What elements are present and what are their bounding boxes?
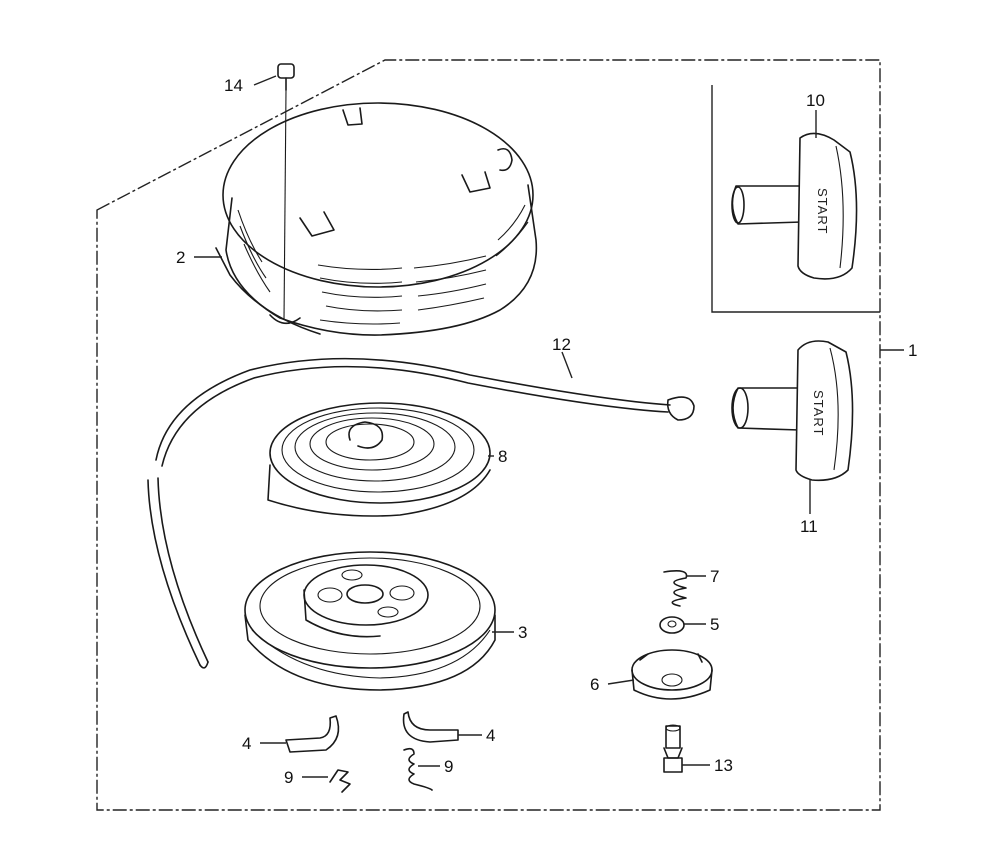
- callout-5: 5: [710, 615, 719, 634]
- callout-4-left: 4: [242, 734, 251, 753]
- ratchet-left: [285, 715, 340, 753]
- friction-spring: [663, 570, 688, 607]
- friction-plate: [631, 649, 713, 700]
- callout-11: 11: [800, 517, 818, 536]
- ratchet-spring-right: [403, 747, 433, 791]
- callout-7: 7: [710, 567, 719, 586]
- callout-8: 8: [498, 447, 507, 466]
- callout-13: 13: [714, 756, 733, 775]
- callout-3: 3: [518, 623, 527, 642]
- callout-14: 14: [224, 76, 243, 95]
- reel-pulley: [244, 551, 496, 691]
- washer: [659, 616, 685, 634]
- callout-1: 1: [908, 341, 917, 360]
- callouts: 14 2 12 1 8 10 11 3 7 5 6 4 4 9 9 13: [176, 76, 917, 787]
- ratchet-right: [402, 711, 459, 743]
- alt-handle-label-start: START: [815, 188, 830, 234]
- handle-label-start: START: [811, 390, 826, 436]
- ratchet-spring-left: [329, 769, 351, 793]
- starter-case: [215, 102, 538, 336]
- leader-lines: [194, 75, 904, 778]
- callout-9-right: 9: [444, 757, 453, 776]
- callout-9-left: 9: [284, 768, 293, 787]
- bolt-14: [269, 63, 301, 325]
- starter-handle-alternate: START: [731, 132, 858, 280]
- callout-12: 12: [552, 335, 571, 354]
- recoil-spring: [267, 402, 491, 517]
- callout-6: 6: [590, 675, 599, 694]
- assembly-boundary: [96, 59, 881, 811]
- callout-4-right: 4: [486, 726, 495, 745]
- callout-10: 10: [806, 91, 825, 110]
- starter-handle: START: [731, 340, 854, 482]
- callout-2: 2: [176, 248, 185, 267]
- inset-box: [711, 85, 880, 313]
- setting-screw: [663, 724, 683, 773]
- starter-rope: [147, 357, 695, 669]
